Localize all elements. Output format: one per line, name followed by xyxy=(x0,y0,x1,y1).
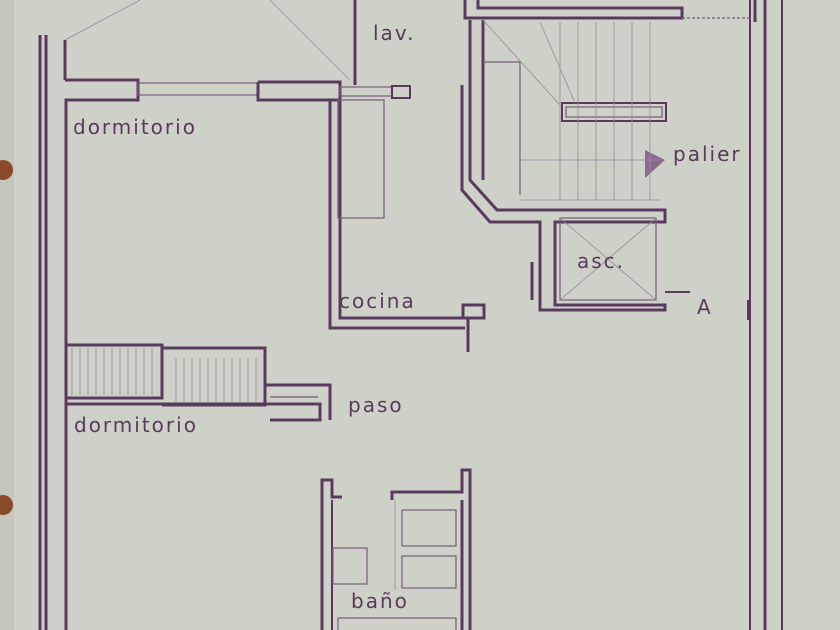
binder-hole-bottom xyxy=(0,495,13,515)
bathroom-walls xyxy=(320,468,472,630)
room-label-paso: paso xyxy=(348,393,404,417)
room-label-dormitorio-top: dormitorio xyxy=(73,115,197,139)
room-label-asc: asc. xyxy=(577,249,625,273)
room-label-bano: baño xyxy=(351,589,409,613)
binder-hole-top xyxy=(0,160,13,180)
room-label-dormitorio-bottom: dormitorio xyxy=(74,413,198,437)
stair-core xyxy=(460,0,757,320)
room-label-cocina: cocina xyxy=(339,289,416,313)
paper-edge-shadow xyxy=(0,0,14,630)
section-marker-a: A xyxy=(697,295,713,319)
room-label-lav: lav. xyxy=(373,21,415,45)
upper-walls xyxy=(63,0,486,630)
room-label-palier: palier xyxy=(673,142,742,166)
closets xyxy=(66,343,332,422)
exterior-walls xyxy=(38,0,783,630)
